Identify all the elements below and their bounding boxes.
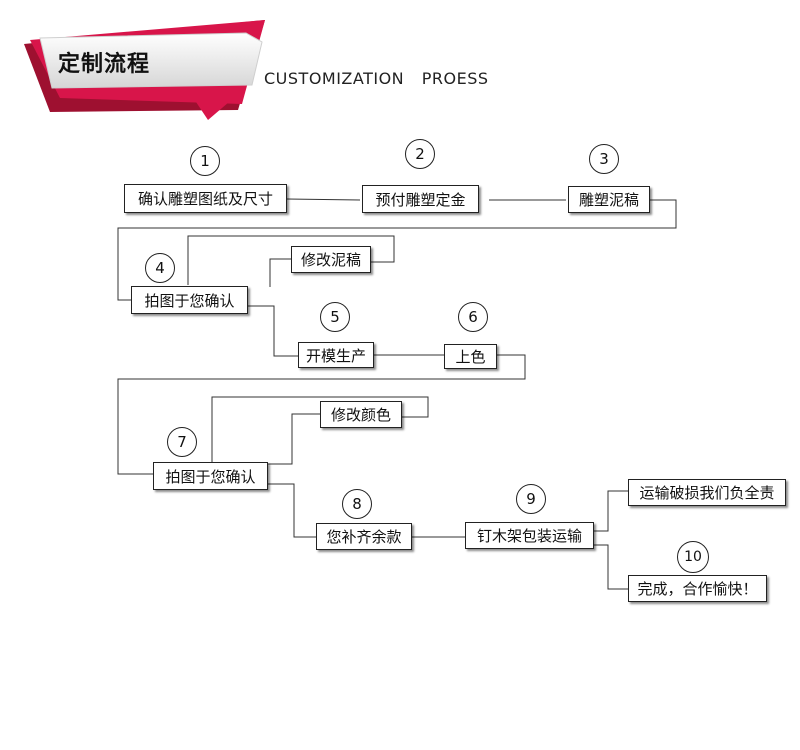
step-number-8: 8 (342, 489, 372, 519)
banner-graphic (24, 20, 265, 120)
step-number-5: 5 (320, 302, 350, 332)
step-box-10: 完成，合作愉快！ (628, 575, 767, 602)
connector-1-2 (286, 198, 361, 201)
step-box-7: 拍图于您确认 (153, 462, 268, 490)
banner-ribbon-tail (192, 96, 236, 120)
step-number-4: 4 (145, 253, 175, 283)
step-number-2: 2 (405, 139, 435, 169)
step-box-1: 确认雕塑图纸及尺寸 (124, 184, 287, 213)
connector-4-revise-back (269, 258, 291, 287)
connector-4-revise (187, 235, 395, 285)
step-number-9: 9 (516, 484, 546, 514)
step-number-6: 6 (458, 302, 488, 332)
connector-9-10 (594, 544, 628, 590)
connector-7-8 (268, 483, 316, 538)
page-title: 定制流程 (58, 52, 151, 77)
step-number-1: 1 (190, 146, 220, 176)
banner-plate (39, 32, 263, 89)
step-box-2: 预付雕塑定金 (362, 185, 479, 213)
step-box-5: 开模生产 (298, 342, 374, 368)
step-box-6: 上色 (444, 344, 497, 369)
step-number-7: 7 (167, 427, 197, 457)
step-4-revise-box: 修改泥稿 (291, 246, 371, 273)
connector-4-5 (248, 305, 298, 357)
connector-3-4 (117, 199, 677, 301)
connector-7-revise (211, 396, 429, 462)
step-box-4: 拍图于您确认 (131, 286, 248, 314)
step-9-branch-box: 运输破损我们负全责 (628, 479, 786, 506)
connector-9-branch (594, 490, 628, 532)
header-banner: 定制流程 CUSTOMIZATION PROESS (0, 0, 800, 130)
step-box-9: 钉木架包装运输 (465, 522, 594, 549)
connector-6-7 (117, 354, 526, 475)
page-subtitle: CUSTOMIZATION PROESS (264, 69, 489, 88)
step-7-revise-box: 修改颜色 (320, 401, 402, 428)
step-number-3: 3 (589, 144, 619, 174)
step-number-10: 10 (677, 541, 709, 573)
step-box-8: 您补齐余款 (316, 523, 412, 550)
connector-7-revise-back (268, 413, 320, 465)
step-box-3: 雕塑泥稿 (568, 186, 650, 213)
